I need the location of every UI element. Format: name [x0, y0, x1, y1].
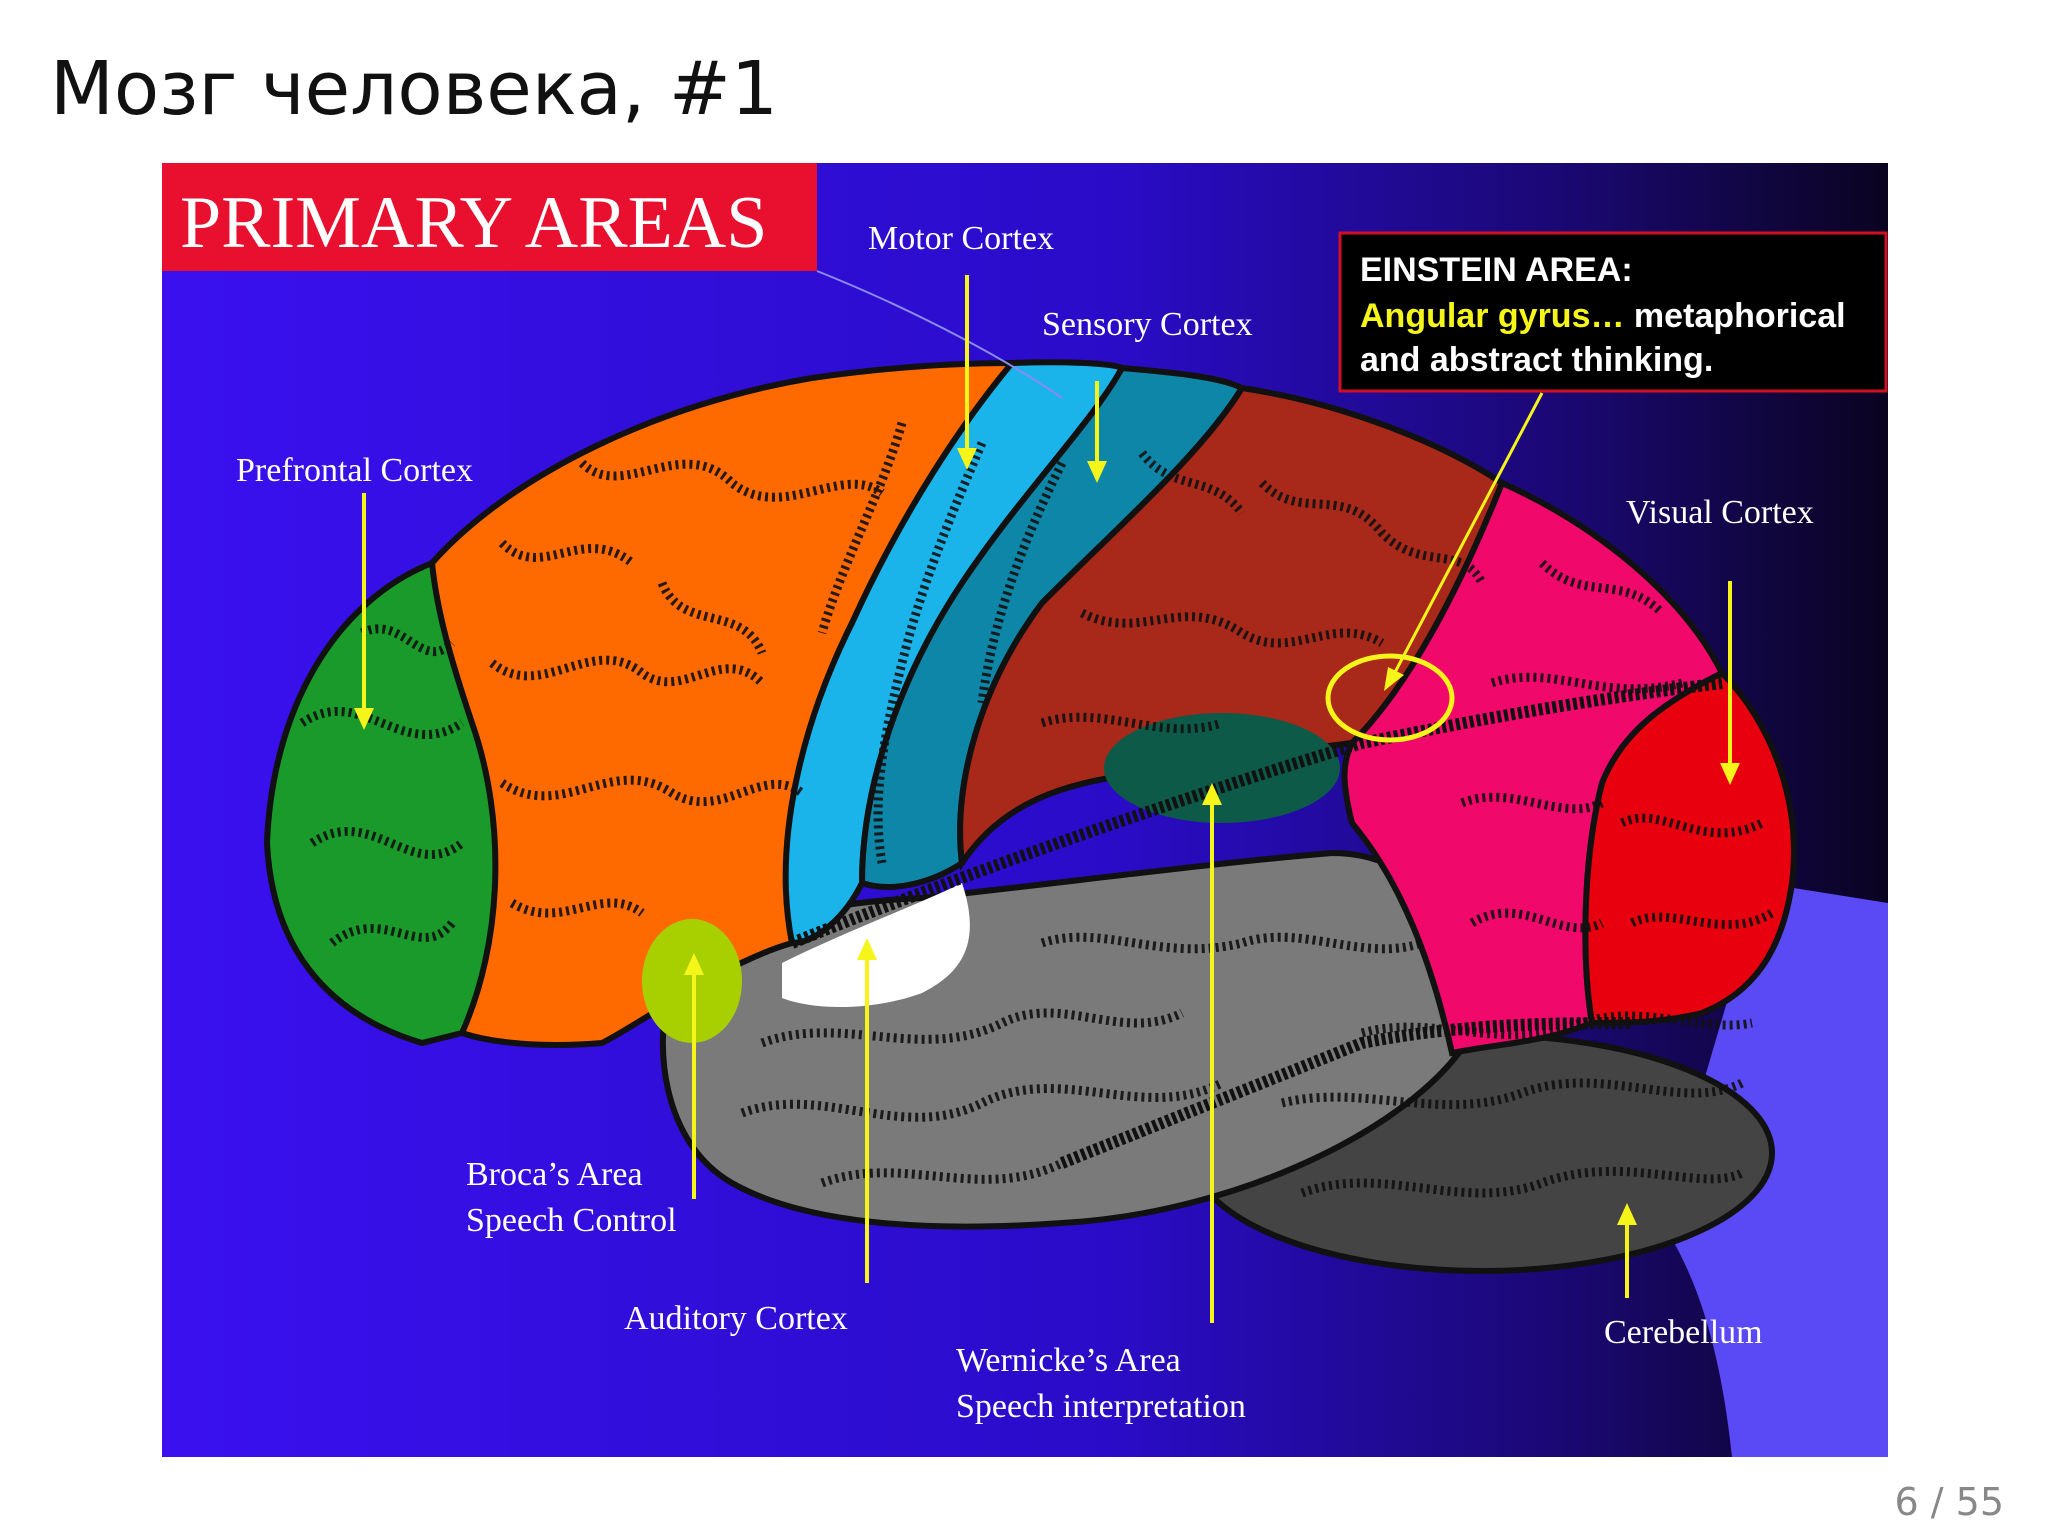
page-number: 6 / 55 — [1894, 1480, 2005, 1524]
angular-gyrus-circle — [1325, 653, 1455, 743]
gyri-pattern — [299, 421, 1775, 1198]
einstein-line2: and abstract thinking. — [1360, 341, 1713, 379]
angular-gyrus-pointer — [1390, 392, 1544, 679]
label-auditory-cortex: Auditory Cortex — [624, 1300, 848, 1337]
motor-arrowhead — [957, 448, 977, 470]
einstein-box — [1338, 231, 1888, 393]
label-cerebellum: Cerebellum — [1604, 1314, 1763, 1351]
einstein-line1-rest: metaphorical — [1624, 297, 1845, 335]
label-speech-control: Speech Control — [466, 1202, 677, 1239]
visual-cortex-region — [1582, 669, 1797, 1027]
auditory-arrowhead — [857, 938, 877, 960]
wernicke-arrowhead — [1202, 783, 1222, 805]
auditory-cortex-region — [782, 883, 970, 1008]
label-sensory-cortex: Sensory Cortex — [1042, 306, 1253, 343]
banner-background — [162, 163, 817, 271]
label-speech-interpretation: Speech interpretation — [956, 1388, 1246, 1425]
prefrontal-arrowhead — [354, 708, 374, 730]
banner-title: PRIMARY AREAS — [180, 182, 767, 264]
einstein-line1: Angular gyrus… metaphorical — [1360, 297, 1846, 335]
sulci-lines — [789, 677, 1723, 1169]
brainstem-area — [1662, 883, 1888, 1457]
label-visual-cortex: Visual Cortex — [1626, 494, 1814, 531]
cerebellum-arrowhead — [1617, 1203, 1637, 1225]
visual-arrowhead — [1720, 763, 1740, 785]
label-motor-cortex: Motor Cortex — [868, 220, 1054, 257]
wernickes-area-region — [1104, 713, 1340, 823]
label-brocas-area: Broca’s Area — [466, 1156, 643, 1193]
einstein-highlight: Angular gyrus… — [1360, 297, 1624, 335]
label-arrows — [354, 275, 1740, 1323]
einstein-heading: EINSTEIN AREA: — [1360, 251, 1633, 289]
banner-pointer-line — [816, 270, 1063, 399]
label-wernickes-area: Wernicke’s Area — [956, 1342, 1181, 1379]
label-prefrontal-cortex: Prefrontal Cortex — [236, 452, 473, 489]
slide-title: Мозг человека, #1 — [50, 46, 779, 132]
angular-gyrus-arrowhead — [1384, 667, 1404, 691]
brain-diagram: PRIMARY AREAS EINSTEIN AREA: Angular gyr… — [162, 163, 1888, 1457]
broca-arrowhead — [684, 953, 704, 975]
sensory-arrowhead — [1087, 461, 1107, 483]
prefrontal-region — [263, 558, 499, 1047]
